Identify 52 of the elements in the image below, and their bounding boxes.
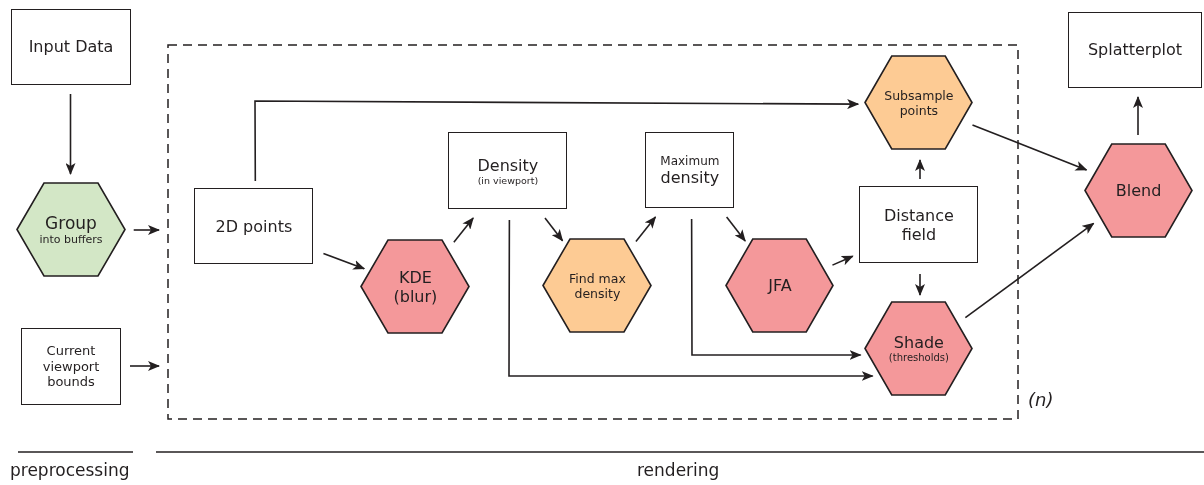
node-label: Input Data — [28, 37, 114, 57]
arrow — [453, 217, 474, 244]
arrow — [322, 252, 366, 270]
node-label: Distance field — [882, 205, 955, 245]
arrow — [964, 222, 1095, 319]
arrow — [831, 255, 854, 266]
node-label: KDE (blur) — [392, 267, 439, 307]
arrow — [508, 219, 874, 381]
process-box — [21, 328, 121, 405]
node-label: Current viewport bounds — [41, 343, 101, 390]
node-label: Splatterplot — [1087, 40, 1183, 60]
node-sublabel: (in viewport) — [477, 174, 539, 187]
node-label: 2D points — [215, 216, 293, 236]
node-label: JFA — [768, 276, 792, 296]
arrow — [132, 225, 160, 235]
node-label: Blend — [1115, 180, 1162, 201]
process-box — [645, 132, 735, 209]
process-box — [448, 132, 568, 210]
node-label: Group — [45, 212, 97, 234]
hexagon-node — [17, 183, 125, 276]
hexagon-node — [543, 239, 652, 333]
arrow — [1133, 96, 1143, 136]
node-label: Find max density — [567, 270, 627, 301]
hexagon-node — [865, 56, 973, 150]
arrow — [725, 216, 746, 242]
arrow — [129, 361, 160, 371]
arrow — [65, 93, 76, 175]
node-label: Shade — [893, 333, 944, 353]
process-box — [859, 186, 979, 264]
hexagon-node — [361, 240, 470, 334]
arrow — [915, 273, 925, 296]
hexagon-node — [1085, 144, 1192, 237]
node-label: Density — [477, 155, 539, 175]
hexagon-node — [865, 302, 973, 396]
node-sublabel: (thresholds) — [888, 352, 949, 365]
node-label: Subsample points — [883, 87, 955, 118]
process-box — [1068, 12, 1202, 88]
node-sublabel: density — [660, 168, 720, 188]
node-label: Maximum — [660, 153, 720, 168]
repeat-count: (n) — [1028, 391, 1054, 409]
section-label: rendering — [637, 460, 720, 480]
arrow — [690, 218, 862, 360]
arrow — [254, 99, 860, 182]
process-box — [194, 188, 314, 265]
hexagon-node — [726, 239, 834, 333]
arrow — [971, 124, 1088, 171]
node-sublabel: into buffers — [39, 233, 103, 247]
arrow — [544, 217, 564, 242]
section-label: preprocessing — [10, 460, 130, 480]
process-box — [11, 9, 131, 85]
arrow — [915, 159, 925, 180]
arrow — [635, 216, 657, 243]
